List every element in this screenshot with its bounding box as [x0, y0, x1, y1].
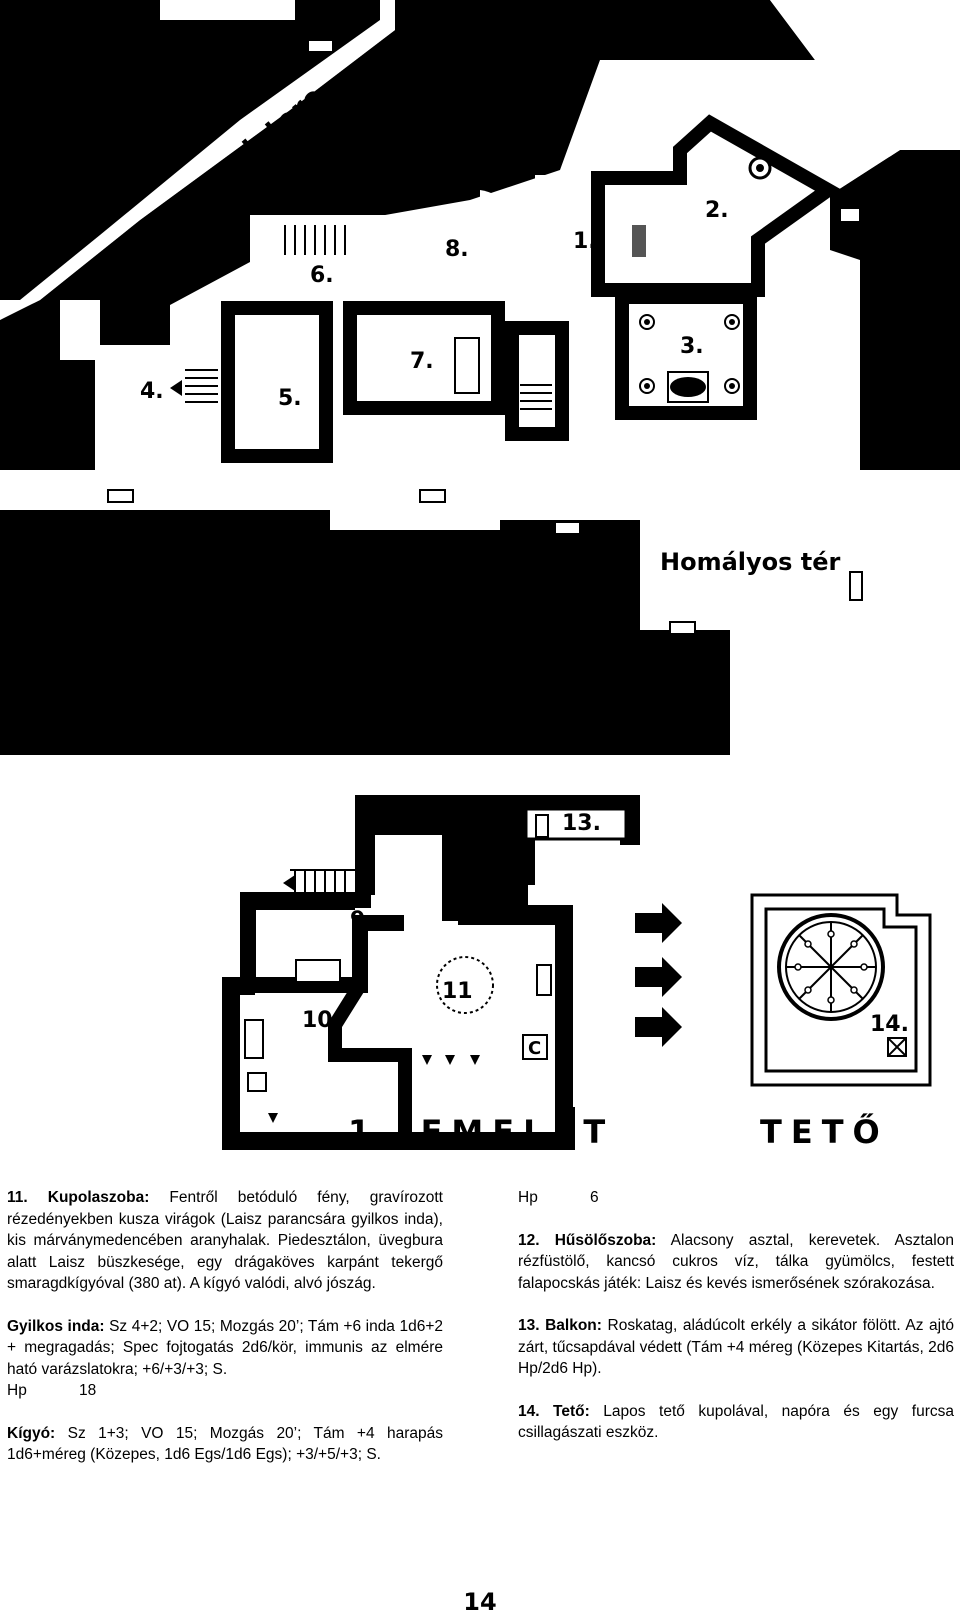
- snake-paragraph: Kígyó: Sz 1+3; VO 15; Mozgás 20’; Tám +4…: [7, 1423, 443, 1466]
- vine-hp-value: 18: [79, 1382, 97, 1399]
- room-label-2: 2.: [705, 198, 729, 223]
- page-number: 14: [463, 1588, 497, 1616]
- square-label-dim: Homályos tér: [660, 548, 841, 576]
- vine-title: Gyilkos inda:: [7, 1317, 105, 1335]
- room-label-3: 3.: [680, 334, 704, 359]
- room-label-12: 12.: [472, 849, 511, 874]
- ground-floor-map: Zöld cserepek tere Homályos tér 1. 2. 3.…: [0, 0, 960, 755]
- streets: [0, 0, 960, 690]
- room13-title: 13. Balkon:: [518, 1317, 602, 1334]
- room-label-11: 11: [442, 979, 473, 1004]
- room12-paragraph: 12. Hűsölőszoba: Alacsony asztal, kereve…: [518, 1230, 954, 1295]
- room11-text: Fentről betóduló fény, gravírozott rézed…: [7, 1189, 443, 1292]
- roof-plan: [750, 893, 932, 1087]
- room13-paragraph: 13. Balkon: Roskatag, aládúcolt erkély a…: [518, 1315, 954, 1380]
- first-floor-rooms: [222, 795, 640, 1148]
- room-label-7: 7.: [410, 349, 434, 374]
- first-floor-map: C 13. 12. 9. 11 10. 14. 1. EMELET: [222, 795, 932, 1151]
- room-label-14: 14.: [870, 1012, 909, 1037]
- room-label-1: 1.: [573, 229, 597, 254]
- room-label-5: 5.: [278, 386, 302, 411]
- snake-title: Kígyó:: [7, 1424, 56, 1442]
- window-markers: [228, 919, 480, 1123]
- room-walls: [221, 114, 841, 463]
- room14-title: 14. Tető:: [518, 1402, 590, 1420]
- furniture: [107, 39, 863, 635]
- room11-title: 11. Kupolaszoba:: [7, 1189, 150, 1206]
- room14-paragraph: 14. Tető: Lapos tető kupolával, napóra é…: [518, 1401, 954, 1444]
- floor-label: 1. EMELET: [348, 1113, 614, 1151]
- roof-arrows: [635, 903, 682, 1047]
- first-floor-walls: [222, 795, 640, 1150]
- vine-paragraph: Gyilkos inda: Sz 4+2; VO 15; Mozgás 20’;…: [7, 1316, 443, 1381]
- snake-text: Sz 1+3; VO 15; Mozgás 20’; Tám +4 harapá…: [7, 1424, 443, 1464]
- room-label-4: 4.: [140, 379, 164, 404]
- vine-text: Sz 4+2; VO 15; Mozgás 20’; Tám +6 inda 1…: [7, 1317, 443, 1378]
- room-label-6: 6.: [310, 263, 334, 288]
- stair-box-c: [522, 1034, 548, 1060]
- vine-hp: Hp 18: [7, 1380, 443, 1402]
- room-label-10: 10.: [302, 1008, 341, 1033]
- room-label-13: 13.: [562, 811, 601, 836]
- snake-hp: Hp 6: [518, 1187, 954, 1209]
- vine-hp-label: Hp: [7, 1382, 27, 1399]
- roof-label: TETŐ: [760, 1112, 889, 1151]
- right-text-column: Hp 6 12. Hűsölőszoba: Alacsony asztal, ke…: [518, 1187, 954, 1465]
- stair-marker-c: C: [528, 1038, 541, 1059]
- room-label-9: 9.: [350, 908, 374, 933]
- snake-hp-value: 6: [590, 1189, 599, 1206]
- left-text-column: 11. Kupolaszoba: Fentről betóduló fény, …: [7, 1187, 443, 1487]
- room11-paragraph: 11. Kupolaszoba: Fentről betóduló fény, …: [7, 1187, 443, 1295]
- room13-text: Roskatag, aládúcolt erkély a sikátor föl…: [518, 1317, 954, 1377]
- room12-title: 12. Hűsölőszoba:: [518, 1231, 657, 1249]
- room14-text: Lapos tető kupolával, napóra és egy furc…: [518, 1402, 954, 1442]
- snake-hp-label: Hp: [518, 1189, 538, 1206]
- room-label-8: 8.: [445, 237, 469, 262]
- dome-circle-11: [436, 956, 494, 1014]
- room12-text: Alacsony asztal, kerevetek. Asztalon réz…: [518, 1231, 954, 1292]
- stairs-9: [290, 869, 355, 896]
